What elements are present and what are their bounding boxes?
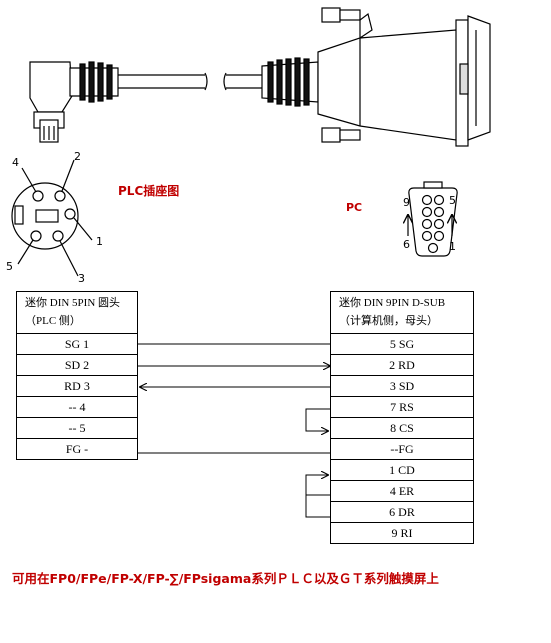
plc-socket-title: PLC插座图	[118, 184, 180, 198]
plc-pin-5-label: 5	[6, 260, 13, 273]
pc-connector-illustration	[223, 7, 491, 147]
pc-table-header-line1: 迷你 DIN 9PIN D-SUB	[339, 297, 446, 309]
pc-pin-row: 3 SD	[330, 375, 474, 397]
plc-pin-row: SG 1	[16, 333, 138, 355]
pc-pin-9-label: 9	[403, 196, 410, 209]
plc-pin-3-label: 3	[78, 272, 85, 285]
plc-table-header-line2: （PLC 侧）	[25, 315, 81, 327]
plc-pin-2-label: 2	[74, 150, 81, 163]
plc-pin-row: FG -	[16, 438, 138, 460]
pc-pin-5-label: 5	[449, 194, 456, 207]
pc-pin-1-label: 1	[449, 240, 456, 253]
pc-title: PC	[346, 201, 363, 214]
pc-pin-row: 5 SG	[330, 333, 474, 355]
pc-socket-face	[408, 181, 458, 257]
pc-pin-row: 9 RI	[330, 522, 474, 544]
plc-socket-face	[11, 159, 93, 277]
compatibility-caption: 可用在FP0/FPe/FP-X/FP-∑/FPsigama系列ＰＬＣ以及ＧＴ系列…	[12, 571, 439, 586]
pc-table-header: 迷你 DIN 9PIN D-SUB （计算机侧，母头）	[330, 291, 474, 334]
pc-pin-row: 2 RD	[330, 354, 474, 376]
wiring-lines	[138, 343, 330, 518]
pc-pin-6-label: 6	[403, 238, 410, 251]
pc-table-header-line2: （计算机侧，母头）	[339, 315, 438, 327]
plc-pin-4-label: 4	[12, 156, 19, 169]
pc-pin-row: 8 CS	[330, 417, 474, 439]
plc-pin-1-label: 1	[96, 235, 103, 248]
plc-table-header: 迷你 DIN 5PIN 圆头 （PLC 侧）	[16, 291, 138, 334]
plc-pin-table: 迷你 DIN 5PIN 圆头 （PLC 侧） SG 1 SD 2 RD 3 --…	[16, 291, 138, 460]
plc-pin-row: -- 4	[16, 396, 138, 418]
pc-pin-row: 4 ER	[330, 480, 474, 502]
pc-pin-row: 7 RS	[330, 396, 474, 418]
pc-pin-table: 迷你 DIN 9PIN D-SUB （计算机侧，母头） 5 SG 2 RD 3 …	[330, 291, 474, 544]
plc-pin-row: -- 5	[16, 417, 138, 439]
pc-pin-row: --FG	[330, 438, 474, 460]
pc-pin-row: 6 DR	[330, 501, 474, 523]
plc-pin-row: SD 2	[16, 354, 138, 376]
pc-pin-row: 1 CD	[330, 459, 474, 481]
plc-table-header-line1: 迷你 DIN 5PIN 圆头	[25, 297, 121, 309]
plc-connector-illustration	[29, 61, 208, 143]
plc-pin-row: RD 3	[16, 375, 138, 397]
